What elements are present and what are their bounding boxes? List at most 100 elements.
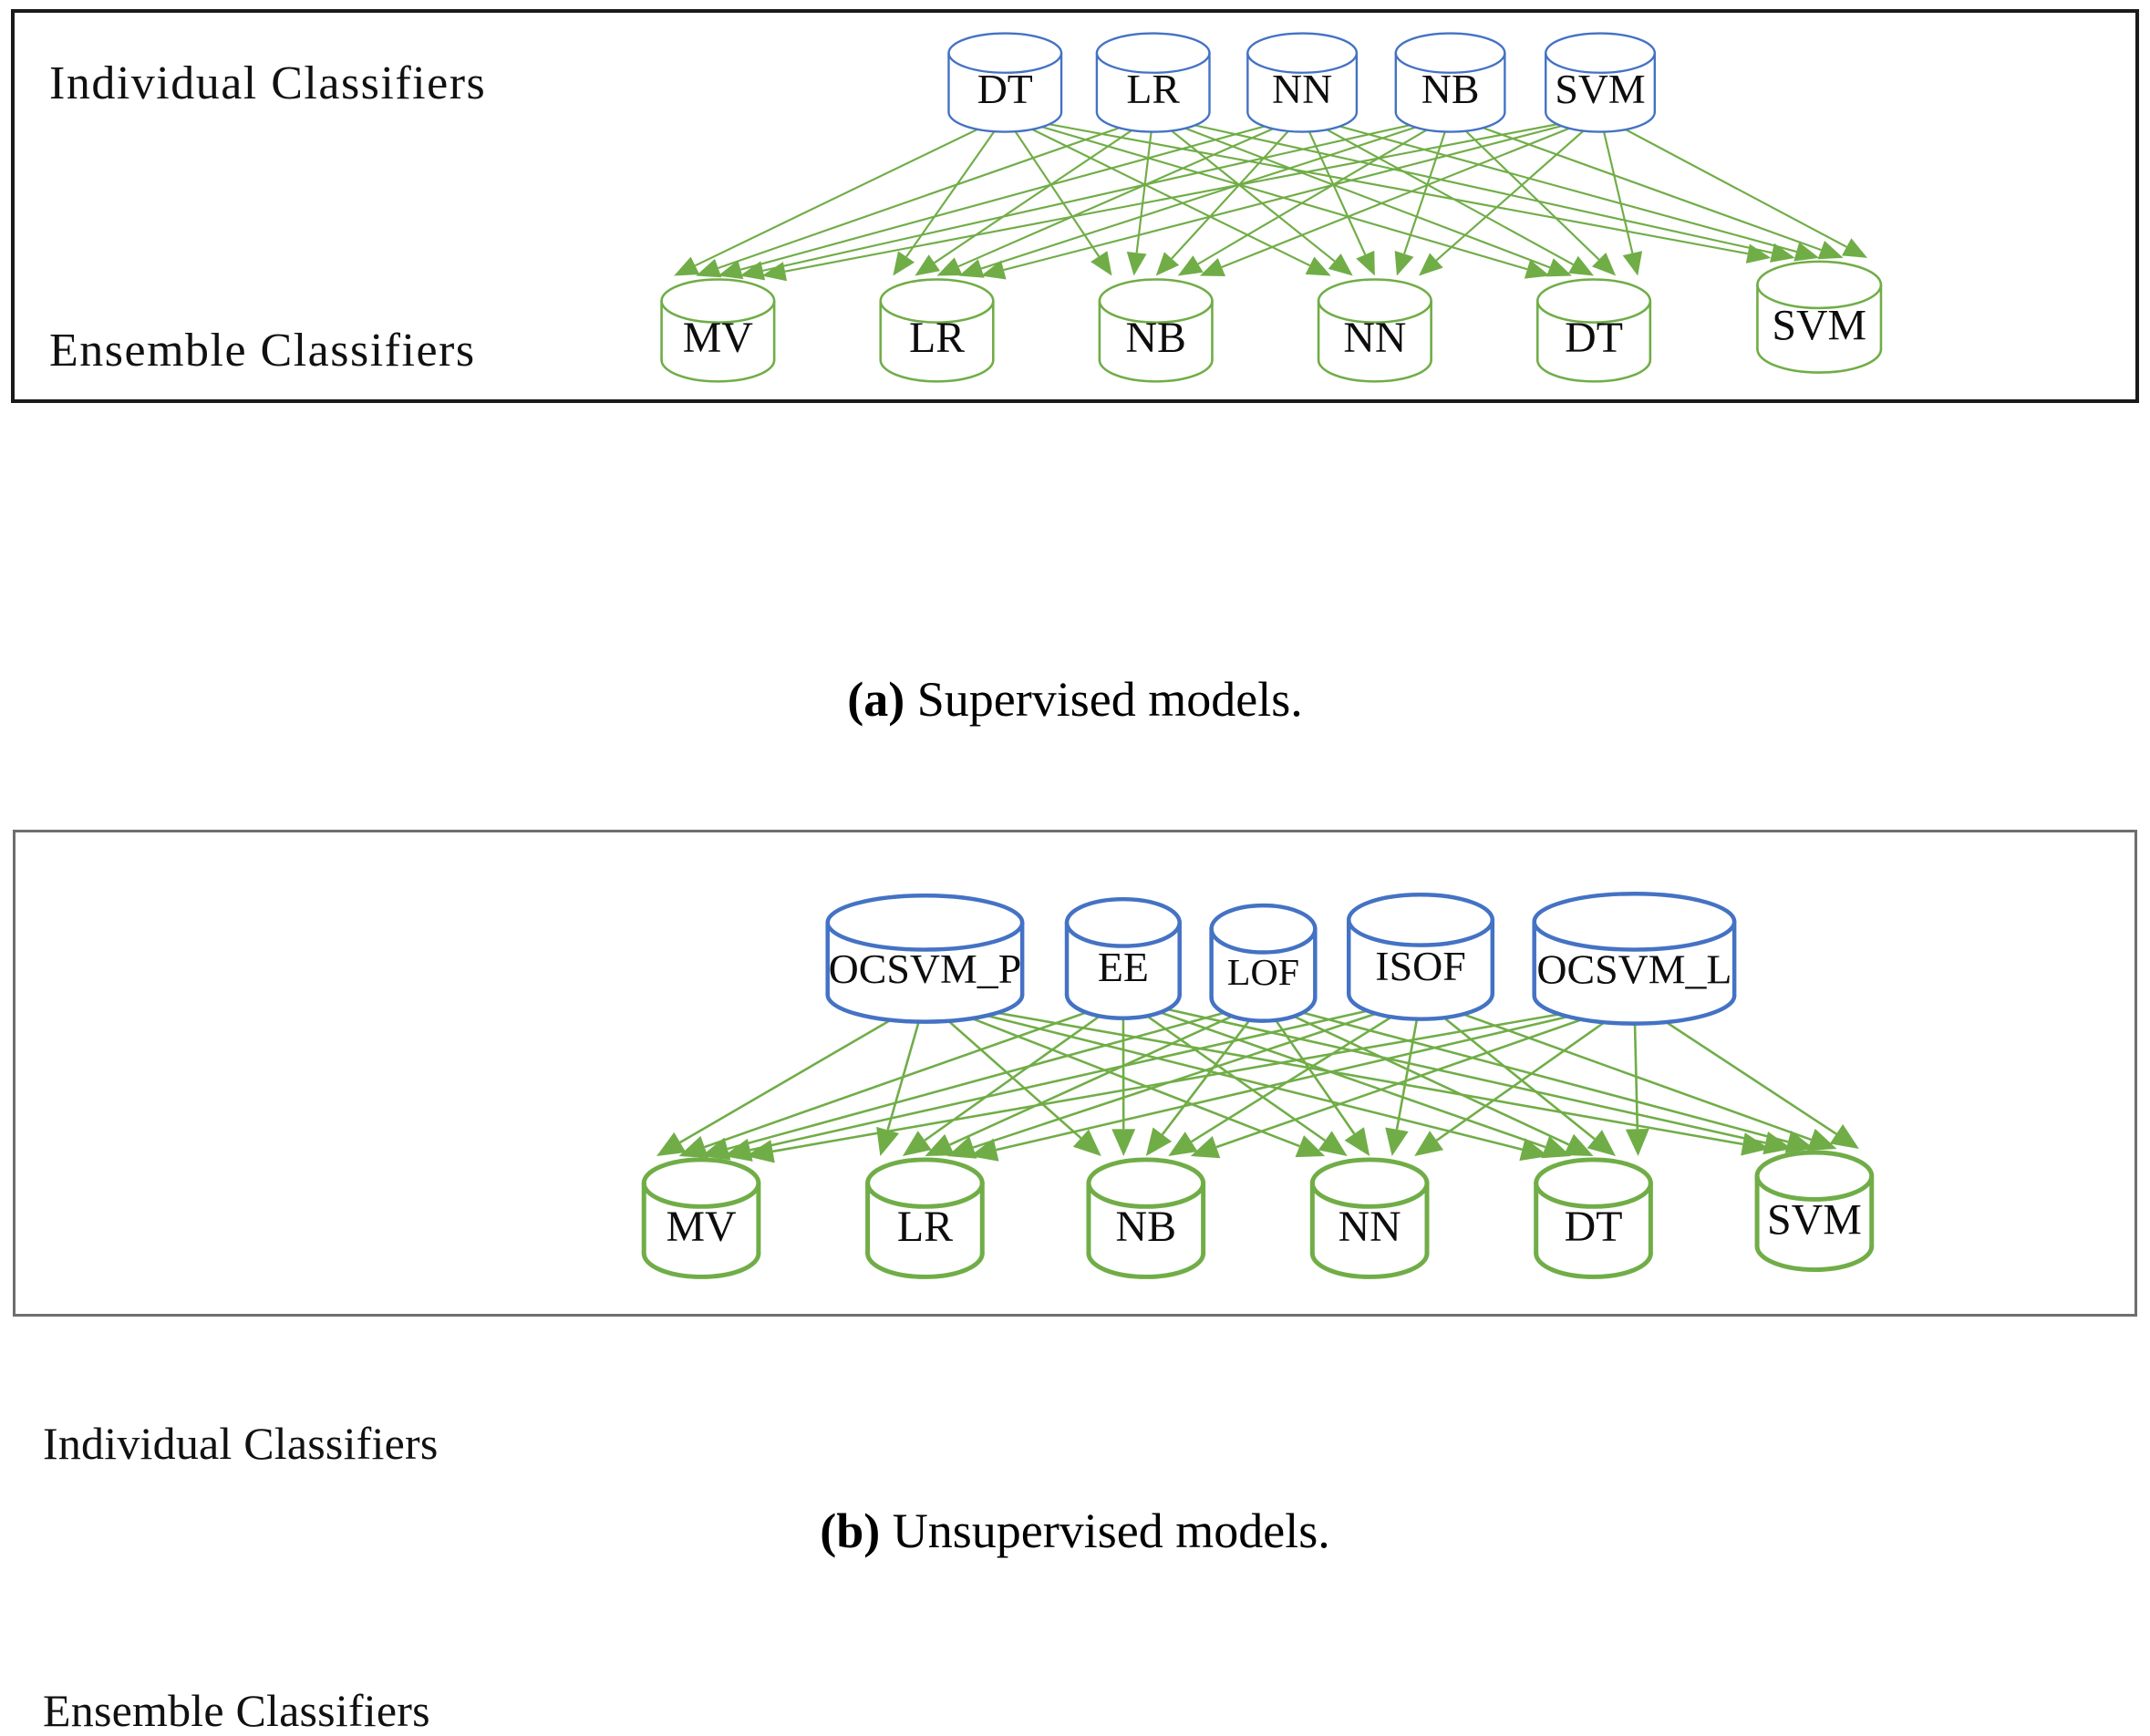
edge-arrowhead: [903, 1131, 932, 1156]
cylinder-label: DT: [977, 66, 1033, 112]
caption-supervised-models: (a) Supervised models.: [0, 675, 2150, 724]
edge-line: [785, 116, 1600, 271]
edge-arrowhead: [1168, 1132, 1197, 1156]
node-layer: DT LR NN NB SVM MV LR NB NN DT SVM: [662, 34, 1881, 382]
cylinder-label: NN: [1339, 1204, 1401, 1251]
edge-arrowhead: [1626, 1129, 1649, 1156]
ensemble-classifier-dt[interactable]: DT: [1536, 1160, 1651, 1277]
edge-arrowhead: [1146, 1128, 1172, 1156]
ensemble-classifier-lr[interactable]: LR: [868, 1160, 983, 1277]
edge-line: [1421, 999, 1595, 1140]
edge-layer: [656, 999, 1859, 1163]
cylinder-label: MV: [683, 315, 753, 363]
edge-line: [695, 116, 1005, 265]
cylinder-label: LR: [897, 1204, 953, 1251]
edge-arrowhead: [1318, 1131, 1348, 1156]
individual-classifier-svm[interactable]: SVM: [1545, 34, 1655, 132]
edge-arrowhead: [1746, 244, 1771, 264]
edge-arrowhead: [1568, 256, 1594, 276]
edge-arrowhead: [1587, 1130, 1616, 1156]
individual-classifier-ee[interactable]: EE: [1067, 899, 1180, 1018]
cylinder-label: NB: [1116, 1204, 1176, 1251]
cylinder-label: SVM: [1772, 303, 1866, 350]
ensemble-classifier-svm[interactable]: SVM: [1757, 1152, 1872, 1270]
individual-classifier-nb[interactable]: NB: [1396, 34, 1505, 132]
edge-arrowhead: [1127, 252, 1147, 276]
row-label-ensemble-classifiers-b: Ensemble Classifiers: [43, 1688, 430, 1733]
individual-classifier-lof[interactable]: LOF: [1212, 905, 1316, 1021]
ensemble-classifier-nb[interactable]: NB: [1089, 1160, 1204, 1277]
caption-text-a: Supervised models.: [904, 672, 1302, 727]
edge-arrowhead: [981, 261, 1007, 280]
edge-line: [1451, 116, 1822, 250]
edge-arrowhead: [959, 259, 985, 278]
edge-line: [1005, 116, 1309, 265]
cylinder-label: ISOF: [1375, 943, 1465, 989]
cylinder-label: EE: [1098, 944, 1149, 990]
edge-arrowhead: [656, 1132, 686, 1156]
edge-line: [718, 116, 1153, 268]
edge-arrowhead: [696, 259, 721, 277]
edge-arrowhead: [1385, 1127, 1409, 1155]
edge-arrowhead: [876, 1127, 899, 1156]
row-label-individual-classifiers-b: Individual Classifiers: [43, 1421, 439, 1466]
cylinder-label: NB: [1421, 66, 1480, 112]
row-label-individual-classifiers-a: Individual Classifiers: [49, 60, 486, 108]
edge-arrowhead: [1623, 251, 1642, 275]
individual-classifier-isof[interactable]: ISOF: [1349, 894, 1493, 1018]
individual-classifier-nn[interactable]: NN: [1247, 34, 1357, 132]
edge-arrowhead: [915, 254, 940, 275]
cylinder-label: LR: [909, 315, 965, 363]
edge-arrowhead: [1345, 1127, 1370, 1156]
cylinder-label: DT: [1565, 315, 1623, 363]
edge-arrowhead: [1830, 1124, 1859, 1149]
ensemble-classifier-nn[interactable]: NN: [1318, 279, 1432, 381]
edge-arrowhead: [1178, 255, 1204, 275]
cylinder-label: DT: [1565, 1204, 1623, 1251]
ensemble-classifier-nn[interactable]: NN: [1312, 1160, 1427, 1277]
cylinder-label: NB: [1125, 315, 1185, 363]
ensemble-classifier-dt[interactable]: DT: [1537, 279, 1650, 381]
node-layer: OCSVM_P EE LOF ISOF OCSVM_L MV LR NB NN DT SVM: [644, 894, 1872, 1276]
row-label-ensemble-classifiers-a: Ensemble Classifiers: [49, 327, 476, 375]
edge-line: [1172, 116, 1302, 258]
individual-classifier-ocsvm_p[interactable]: OCSVM_P: [828, 895, 1022, 1021]
cylinder-label: NN: [1343, 315, 1406, 363]
edge-arrowhead: [1842, 238, 1867, 258]
edge-arrowhead: [1091, 251, 1111, 275]
ensemble-classifier-mv[interactable]: MV: [644, 1160, 759, 1277]
cylinder-label: LOF: [1227, 952, 1299, 994]
ensemble-classifier-mv[interactable]: MV: [662, 279, 775, 381]
cylinder-label: SVM: [1555, 66, 1645, 112]
edge-line: [1153, 116, 1335, 261]
edge-line: [906, 116, 1005, 256]
cylinder-label: NN: [1272, 66, 1332, 112]
edge-line: [1600, 116, 1632, 253]
edge-arrowhead: [893, 251, 915, 275]
ensemble-classifier-nb[interactable]: NB: [1100, 279, 1213, 381]
cylinder-label: MV: [666, 1204, 736, 1251]
edge-layer: [674, 116, 1867, 281]
edge-line: [1263, 1002, 1788, 1142]
cylinder-label: LR: [1126, 66, 1180, 112]
edge-line: [1600, 116, 1846, 247]
individual-classifier-dt[interactable]: DT: [948, 34, 1061, 132]
individual-classifier-lr[interactable]: LR: [1097, 34, 1210, 132]
individual-classifier-ocsvm_l[interactable]: OCSVM_L: [1535, 894, 1734, 1023]
caption-unsupervised-models: (b) Unsupervised models.: [0, 1506, 2150, 1555]
caption-text-b: Unsupervised models.: [880, 1504, 1329, 1558]
ensemble-classifier-svm[interactable]: SVM: [1757, 262, 1881, 373]
edge-line: [925, 1000, 1299, 1146]
ensemble-classifier-lr[interactable]: LR: [881, 279, 994, 381]
cylinder-label: OCSVM_P: [829, 946, 1022, 992]
panel-supervised-models: DT LR NN NB SVM MV LR NB NN DT SVM Individual Clas…: [11, 9, 2139, 403]
figure-root: DT LR NN NB SVM MV LR NB NN DT SVM Individual Clas…: [0, 0, 2150, 1593]
edge-line: [728, 1002, 1264, 1149]
edge-arrowhead: [1395, 251, 1414, 276]
caption-tag-a: (a): [847, 672, 904, 727]
edge-arrowhead: [1328, 253, 1353, 275]
edge-line: [763, 116, 1451, 271]
cylinder-label: SVM: [1767, 1196, 1862, 1244]
edge-arrowhead: [739, 261, 765, 280]
edge-arrowhead: [1414, 1131, 1443, 1156]
